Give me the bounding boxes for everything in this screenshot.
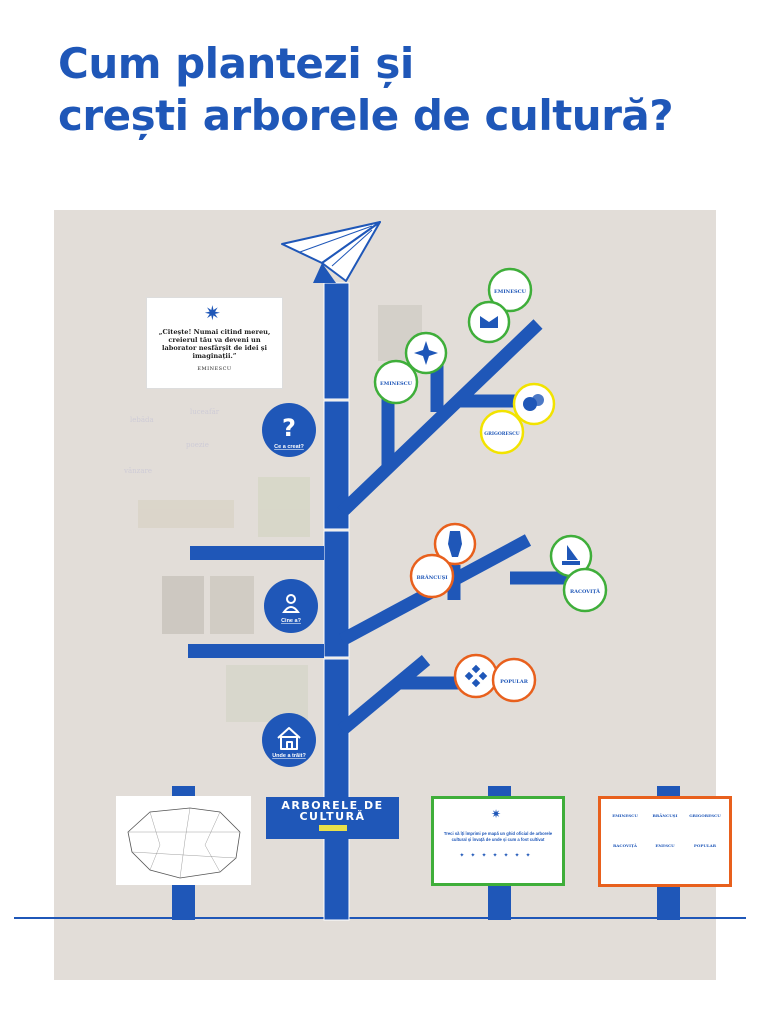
badge-star[interactable]: [404, 331, 448, 375]
romania-map-counties: [128, 807, 240, 879]
badge-eminescu-left[interactable]: EMINESCU: [373, 359, 419, 405]
hotspot-house[interactable]: Unde a trăit?: [262, 713, 316, 767]
quote-author: EMINESCU: [197, 366, 232, 372]
badge-grigorescu[interactable]: GRIGORESCU: [479, 409, 525, 455]
sign-title-line-1: ARBORELE DE: [281, 799, 384, 812]
sign-logo-strip: [318, 825, 347, 831]
hotspot-question-circle[interactable]: [262, 403, 316, 457]
envelope-icon: [480, 316, 498, 328]
branch-upper-main: [337, 319, 543, 517]
green-card-icons: ✦✦✦✦✦✦✦: [459, 853, 537, 859]
banknote-photo: [258, 477, 310, 537]
column-icon: [448, 531, 462, 557]
quote-text: „Citește! Numai citind mereu, creierul t…: [158, 328, 271, 360]
photo-placeholders: [138, 305, 422, 722]
trunk-base: [323, 837, 350, 921]
romania-map-card-frame: [116, 796, 251, 885]
green-card-text: Treci să îți împrimi pe mapă un ghid ofi…: [443, 831, 553, 842]
badge-racovita-label: RACOVIȚĂ: [570, 587, 600, 595]
orange-card-item-4: RACOVIȚĂ: [612, 843, 638, 848]
person-icon: [282, 594, 300, 613]
badge-sculpture[interactable]: [433, 522, 477, 566]
badge-racovita[interactable]: RACOVIȚĂ: [562, 567, 608, 613]
badge-brancusi-label: BRÂNCUȘI: [416, 574, 448, 581]
trunk-segment-1: [323, 282, 350, 400]
hotspot-person[interactable]: Cine a?: [264, 579, 318, 633]
hotspot-house-label[interactable]: Unde a trăit?: [272, 753, 306, 759]
sign-title-line-2: CULTURĂ: [299, 810, 366, 823]
hotspot-question[interactable]: ? Ce a creat?: [262, 403, 316, 457]
badge-grigorescu-label: GRIGORESCU: [484, 431, 519, 437]
ship-icon: [567, 545, 578, 560]
orange-info-card[interactable]: EMINESCU BRÂNCUȘI GRIGORESCU RACOVIȚĂ EN…: [598, 796, 732, 887]
title-line-2: crești arborele de cultură?: [58, 91, 674, 140]
orange-card-item-5: ENESCU: [655, 843, 675, 848]
badge-envelope[interactable]: [467, 300, 511, 344]
ghost-word-2: luceafăr: [190, 408, 220, 416]
orange-card-item-2: BRÂNCUȘI: [652, 813, 678, 818]
eminescu-quote-card: ✷ „Citește! Numai citind mereu, creierul…: [146, 297, 283, 389]
hotspot-person-label[interactable]: Cine a?: [281, 618, 302, 624]
title-line-1: Cum plantezi și: [58, 39, 414, 88]
portrait-photo-2: [210, 576, 254, 634]
orange-card-item-6: POPULAR: [693, 843, 717, 848]
badge-eminescu-left-label: EMINESCU: [380, 381, 413, 387]
badge-popular-label: POPULAR: [500, 679, 529, 685]
badge-popular[interactable]: POPULAR: [491, 657, 537, 703]
hotspot-question-label[interactable]: Ce a creat?: [274, 444, 304, 450]
orange-card-item-1: EMINESCU: [612, 813, 638, 818]
green-card-logo-icon: ✷: [491, 807, 502, 821]
badge-ship[interactable]: [549, 534, 593, 578]
left-branches: [188, 546, 324, 658]
badge-eminescu-top[interactable]: EMINESCU: [487, 267, 533, 313]
badge-brancusi[interactable]: BRÂNCUȘI: [409, 553, 455, 599]
ghost-word-3: poezie: [186, 441, 209, 449]
badge-folk-pattern[interactable]: [453, 653, 499, 699]
tree-title-sign: ARBORELE DE CULTURĂ: [266, 797, 399, 839]
orange-card-item-3: GRIGORESCU: [689, 813, 721, 818]
green-info-card[interactable]: ✷ Treci să îți împrimi pe mapă un ghid o…: [431, 796, 565, 886]
romania-map-card[interactable]: [116, 796, 251, 885]
question-icon: ?: [282, 414, 296, 442]
badge-painting[interactable]: [512, 382, 556, 426]
paper-plane-icon: [281, 221, 381, 283]
book-covers-photo: [138, 500, 234, 528]
left-branch-lower: [188, 644, 324, 658]
ghost-word-4: vânzare: [124, 467, 152, 475]
portrait-photo-1: [162, 576, 204, 634]
house-icon: [277, 727, 301, 750]
house-photo: [226, 665, 308, 722]
branch-lower-main: [337, 655, 431, 735]
hotspot-house-circle[interactable]: [262, 713, 316, 767]
star-icon: [414, 341, 438, 365]
ghost-word-1: lebăda: [130, 416, 154, 424]
badge-eminescu-top-label: EMINESCU: [494, 289, 527, 295]
folk-pattern-icon: [464, 664, 488, 688]
left-branch-upper: [190, 546, 324, 560]
page-title: Cum plantezi și crești arborele de cultu…: [58, 38, 674, 142]
quote-star-icon: ✷: [204, 301, 221, 325]
